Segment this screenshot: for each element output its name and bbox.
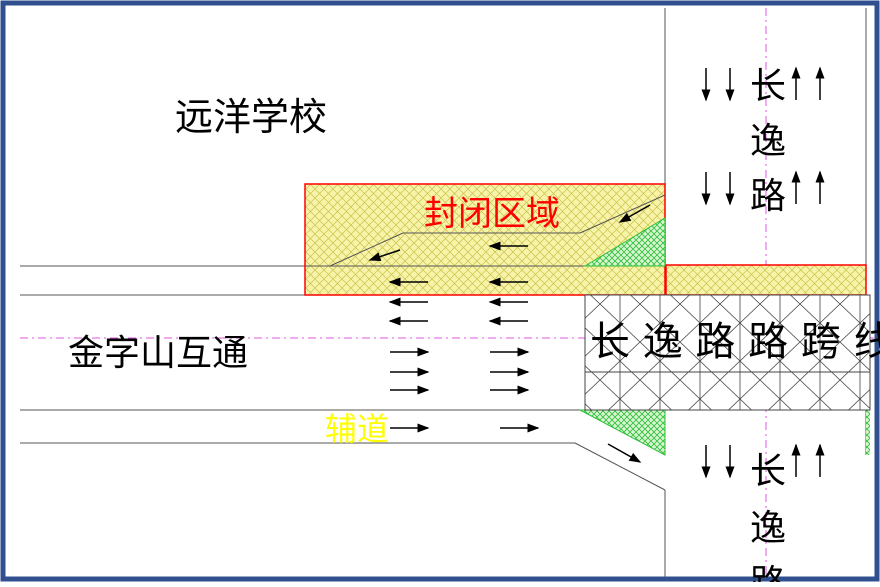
svg-text:长: 长: [750, 66, 786, 107]
green-island-bottom: [579, 409, 666, 456]
svg-text:长: 长: [750, 451, 786, 492]
eastbound-arrows: [390, 347, 642, 463]
closed-area-strip: [665, 264, 867, 296]
school-label: 远洋学校: [175, 95, 327, 139]
changyi-road-bottom-label: 长 逸 路: [750, 451, 786, 587]
bridge-deck: [584, 294, 871, 411]
changyi-road-arrows: [701, 66, 825, 479]
centerlines: [20, 8, 880, 578]
westbound-arrows: [368, 204, 651, 326]
changyi-road-top-label: 长 逸 路: [750, 66, 786, 217]
svg-text:路: 路: [750, 176, 786, 217]
service-road-label: 辅道: [325, 410, 389, 448]
svg-text:路: 路: [750, 563, 786, 582]
closed-area-label: 封闭区域: [424, 194, 560, 234]
svg-text:逸: 逸: [750, 121, 786, 162]
svg-text:逸: 逸: [750, 508, 786, 549]
green-island-top: [583, 217, 666, 267]
interchange-label: 金字山互通: [68, 333, 248, 374]
bridge-label: 长 逸 路 路 跨 线: [590, 319, 880, 365]
